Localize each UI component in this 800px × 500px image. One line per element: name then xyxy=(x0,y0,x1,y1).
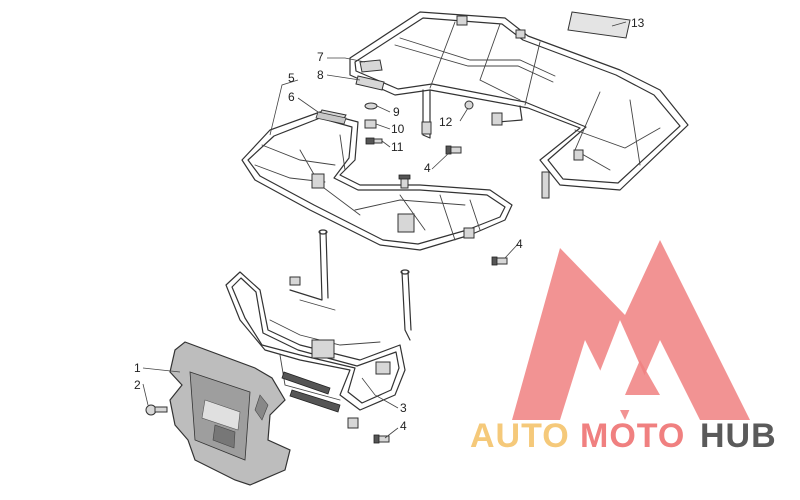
front-rack xyxy=(241,109,513,251)
callout-9: 9 xyxy=(393,105,400,119)
watermark-word-auto: AUTO xyxy=(470,417,570,455)
decal-part-13 xyxy=(567,11,631,39)
bolt-part-4-bottom xyxy=(373,434,390,444)
pad-part-6 xyxy=(315,111,347,125)
callout-13: 13 xyxy=(631,16,645,30)
nut-part-12 xyxy=(464,100,474,110)
callouts: 1 2 3 4 4 4 5 6 7 8 9 10 11 12 13 xyxy=(134,16,645,433)
callout-4-bottom: 4 xyxy=(400,419,407,433)
callout-12: 12 xyxy=(439,115,453,129)
callout-3: 3 xyxy=(400,401,407,415)
callout-5: 5 xyxy=(288,71,295,85)
bolt-part-4-side xyxy=(491,256,508,266)
callout-4-side: 4 xyxy=(516,237,523,251)
nut-part-10 xyxy=(364,119,377,129)
watermark-triangle-mark xyxy=(512,240,750,420)
callout-6: 6 xyxy=(288,90,295,104)
bolt-part-2 xyxy=(145,404,168,416)
watermark-logo: AUTO MOTO HUB xyxy=(470,240,777,455)
callout-8: 8 xyxy=(317,68,324,82)
bumper-guard-part-1 xyxy=(169,341,291,486)
leader-lines xyxy=(142,21,627,439)
rear-rack xyxy=(349,11,689,199)
callout-7: 7 xyxy=(317,50,324,64)
bolt-part-4-rear xyxy=(445,145,462,155)
callout-10: 10 xyxy=(391,122,405,136)
bracket-part-7 xyxy=(359,59,383,73)
watermark-word-moto: MOTO xyxy=(580,417,685,455)
washer-part-9 xyxy=(364,102,378,110)
callout-1: 1 xyxy=(134,361,141,375)
bolt-part-11 xyxy=(365,137,383,145)
hardware xyxy=(145,59,508,444)
bolt-part-4-front xyxy=(398,174,411,189)
front-bumper-frame xyxy=(225,229,412,429)
watermark-word-hub: HUB xyxy=(700,417,777,455)
callout-4-rear: 4 xyxy=(424,161,431,175)
pad-part-8 xyxy=(355,75,385,91)
callout-2: 2 xyxy=(134,378,141,392)
callout-11: 11 xyxy=(391,140,404,154)
